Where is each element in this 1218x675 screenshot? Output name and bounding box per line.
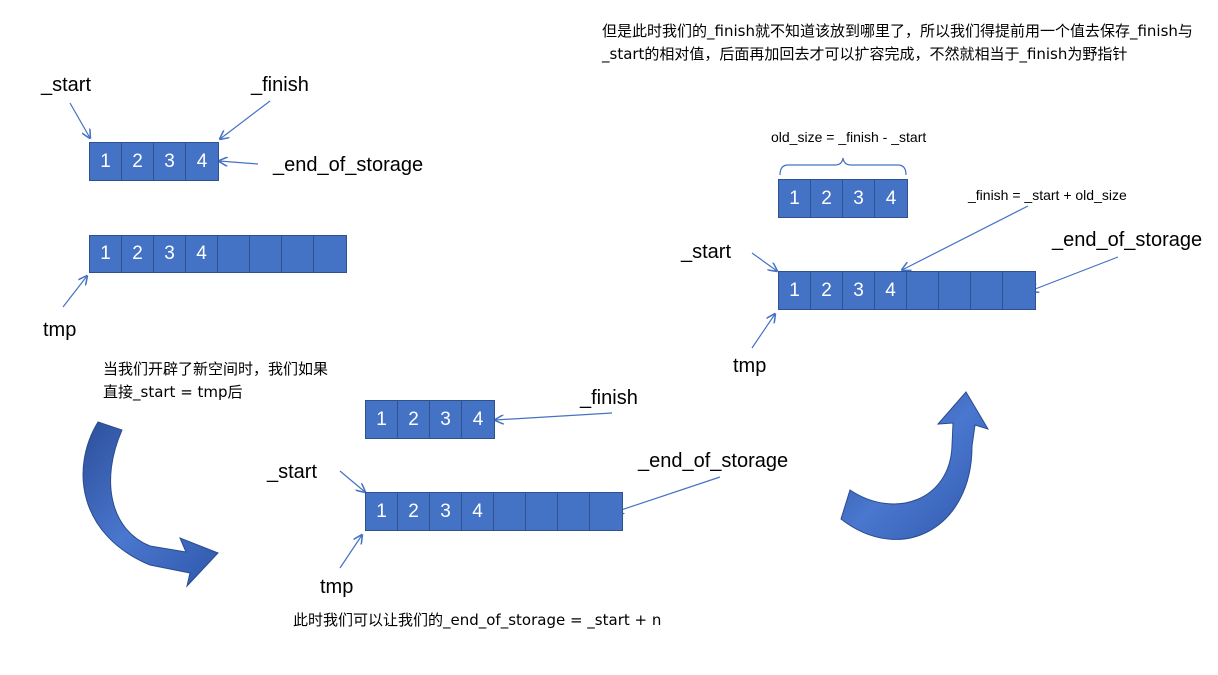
array-cell: 4 bbox=[885, 187, 897, 209]
array-cell bbox=[1003, 272, 1035, 309]
left-curved-arrow bbox=[82, 421, 219, 588]
d1-finish-pointer-arrow bbox=[220, 100, 271, 139]
array-cell bbox=[250, 236, 282, 272]
d1-finish-label: _finish bbox=[251, 74, 309, 96]
array-cell: 2 bbox=[122, 236, 154, 272]
top-right-note: 但是此时我们的_finish就不知道该放到哪里了，所以我们得提前用一个值去保存_… bbox=[602, 22, 1193, 63]
right-curved-arrow bbox=[840, 391, 990, 540]
array-cell: 2 bbox=[811, 272, 843, 309]
array-cell: 1 bbox=[90, 143, 122, 180]
array-cell bbox=[218, 236, 250, 272]
d3-finish-pointer-arrow bbox=[902, 205, 1029, 270]
array-cell: 3 bbox=[843, 272, 875, 309]
d3-finish-equation-label: _finish = _start + old_size bbox=[968, 187, 1127, 203]
array-cell bbox=[971, 272, 1003, 309]
array-cell: 2 bbox=[398, 401, 430, 438]
array-cell: 2 bbox=[122, 143, 154, 180]
d3-eos-pointer-arrow bbox=[1030, 256, 1119, 291]
array-cell: 2 bbox=[398, 493, 430, 530]
d3-tmp-pointer-arrow bbox=[751, 314, 775, 349]
d1-eos-pointer-arrow bbox=[219, 161, 259, 164]
array-cell bbox=[558, 493, 590, 530]
left-note: 当我们开辟了新空间时，我们如果直接_start = tmp后 bbox=[103, 360, 329, 401]
array-cell: 4 bbox=[196, 150, 208, 172]
d2-end-of-storage-label: _end_of_storage bbox=[638, 450, 789, 472]
d2-start-pointer-arrow bbox=[339, 470, 365, 492]
array-cell: 3 bbox=[430, 401, 462, 438]
array-cell: 1 bbox=[779, 180, 811, 217]
array-cell: 1 bbox=[366, 401, 398, 438]
d2-eos-pointer-arrow bbox=[615, 476, 721, 512]
d3-old-size-label: old_size = _finish - _start bbox=[771, 129, 927, 145]
array-cell bbox=[939, 272, 971, 309]
d2-finish-pointer-arrow bbox=[495, 412, 613, 420]
array-cell bbox=[494, 493, 526, 530]
array-cell: 2 bbox=[811, 180, 843, 217]
array-cell bbox=[907, 272, 939, 309]
array-cell: 4 bbox=[875, 272, 907, 309]
array-cell bbox=[590, 493, 622, 530]
d2-start-label: _start bbox=[267, 461, 318, 483]
array-cell: 4 bbox=[462, 493, 494, 530]
d3-end-of-storage-label: _end_of_storage bbox=[1052, 229, 1203, 251]
d1-end-of-storage-label: _end_of_storage bbox=[273, 154, 424, 176]
array-cell: 1 bbox=[779, 272, 811, 309]
d2-tmp-label: tmp bbox=[320, 576, 354, 598]
array-cell: 3 bbox=[843, 180, 875, 217]
array-cell: 3 bbox=[430, 493, 462, 530]
array-cell bbox=[282, 236, 314, 272]
array-cell: 3 bbox=[154, 236, 186, 272]
array-cell: 1 bbox=[90, 236, 122, 272]
d3-tmp-label: tmp bbox=[733, 355, 767, 377]
d1-start-pointer-arrow bbox=[69, 102, 90, 138]
d3-start-label: _start bbox=[681, 241, 732, 263]
bottom-note: 此时我们可以让我们的_end_of_storage = _start + n bbox=[293, 611, 662, 629]
d2-tmp-pointer-arrow bbox=[339, 535, 362, 569]
array-cell: 1 bbox=[366, 493, 398, 530]
d1-tmp-pointer-arrow bbox=[62, 276, 87, 308]
array-cell bbox=[314, 236, 346, 272]
array-cell: 4 bbox=[472, 408, 484, 430]
array-cell bbox=[526, 493, 558, 530]
d2-finish-label: _finish bbox=[580, 387, 638, 409]
d3-start-pointer-arrow bbox=[751, 252, 777, 271]
array-cell: 4 bbox=[186, 236, 218, 272]
d1-tmp-label: tmp bbox=[43, 319, 77, 341]
d3-old-size-brace bbox=[779, 157, 907, 176]
array-cell: 3 bbox=[154, 143, 186, 180]
d1-start-label: _start bbox=[41, 74, 92, 96]
